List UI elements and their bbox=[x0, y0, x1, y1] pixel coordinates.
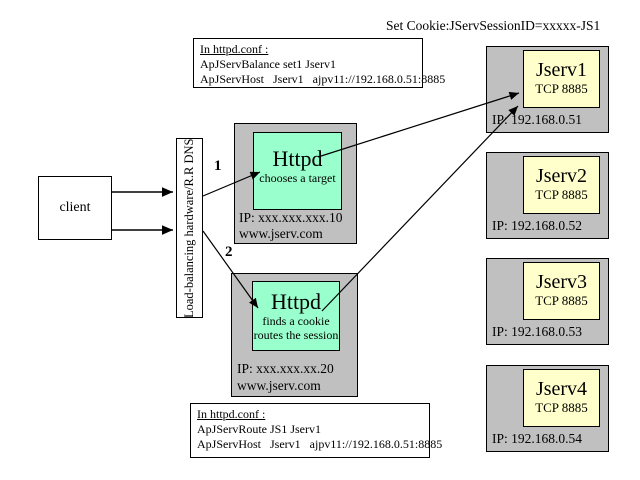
config-top-line: ApJServHost Jserv1 ajpv11://192.168.0.51… bbox=[200, 72, 446, 86]
jserv-4-ip: IP: 192.168.0.54 bbox=[492, 431, 583, 446]
load-balancer-box: Load-balancing hardware/R.R DNS bbox=[176, 138, 203, 318]
httpd-1-role: chooses a target bbox=[259, 171, 336, 185]
client-box: client bbox=[38, 176, 112, 240]
jserv-2-port: TCP 8885 bbox=[535, 187, 588, 202]
config-box-top: In httpd.conf : ApJServBalance set1 Jser… bbox=[193, 38, 446, 88]
jserv-3-name: Jserv3 bbox=[535, 271, 588, 293]
jserv-2-ip: IP: 192.168.0.52 bbox=[492, 218, 583, 233]
jserv-3-port: TCP 8885 bbox=[535, 293, 588, 308]
jserv-3-box: Jserv3 TCP 8885 IP: 192.168.0.53 bbox=[486, 258, 609, 345]
httpd-server-1-box: Httpd chooses a target IP: xxx.xxx.xxx.1… bbox=[234, 123, 357, 244]
httpd-1-ip: IP: xxx.xxx.xxx.10 bbox=[239, 210, 343, 225]
config-bottom-line: ApJServHost Jserv1 ajpv11://192.168.0.51… bbox=[197, 437, 443, 451]
config-top-line: ApJServBalance set1 Jserv1 bbox=[200, 57, 336, 71]
step-1-label: 1 bbox=[214, 158, 222, 174]
config-bottom-line: ApJServRoute JS1 Jserv1 bbox=[197, 422, 322, 436]
client-label: client bbox=[59, 200, 91, 215]
jserv-1-port: TCP 8885 bbox=[535, 81, 588, 96]
jserv-2-process-box: Jserv2 TCP 8885 bbox=[523, 156, 600, 214]
httpd-1-process-box: Httpd chooses a target bbox=[253, 132, 342, 210]
httpd-2-role: finds a cookie bbox=[262, 314, 330, 328]
jserv-4-port: TCP 8885 bbox=[535, 400, 588, 415]
httpd-2-role: routes the session bbox=[253, 328, 339, 342]
jserv-3-process-box: Jserv3 TCP 8885 bbox=[523, 262, 600, 320]
load-balancer-label: Load-balancing hardware/R.R DNS bbox=[182, 138, 196, 318]
httpd-2-name: Httpd bbox=[270, 289, 322, 314]
httpd-2-process-box: Httpd finds a cookie routes the session bbox=[252, 281, 340, 351]
set-cookie-text: Set Cookie:JServSessionID=xxxxx-JS1 bbox=[386, 18, 601, 33]
httpd-server-2-box: Httpd finds a cookie routes the session … bbox=[231, 273, 358, 397]
jserv-4-name: Jserv4 bbox=[535, 378, 588, 400]
jserv-1-ip: IP: 192.168.0.51 bbox=[492, 112, 583, 127]
jserv-1-name: Jserv1 bbox=[535, 59, 588, 81]
jserv-4-process-box: Jserv4 TCP 8885 bbox=[523, 369, 600, 427]
jserv-2-box: Jserv2 TCP 8885 IP: 192.168.0.52 bbox=[486, 152, 609, 239]
jserv-2-name: Jserv2 bbox=[535, 165, 588, 187]
httpd-2-host: www.jserv.com bbox=[237, 378, 321, 393]
httpd-1-host: www.jserv.com bbox=[239, 226, 323, 241]
jserv-1-box: Jserv1 TCP 8885 IP: 192.168.0.51 bbox=[486, 46, 609, 133]
config-bottom-heading: In httpd.conf : bbox=[197, 407, 266, 421]
jserv-1-process-box: Jserv1 TCP 8885 bbox=[523, 50, 600, 108]
step-2-label: 2 bbox=[225, 244, 233, 260]
jserv-4-box: Jserv4 TCP 8885 IP: 192.168.0.54 bbox=[486, 365, 609, 452]
httpd-1-name: Httpd bbox=[272, 146, 323, 171]
jserv-3-ip: IP: 192.168.0.53 bbox=[492, 324, 583, 339]
config-top-heading: In httpd.conf : bbox=[200, 42, 269, 56]
config-box-bottom: In httpd.conf : ApJServRoute JS1 Jserv1 … bbox=[190, 403, 443, 458]
httpd-2-ip: IP: xxx.xxx.xx.20 bbox=[237, 361, 334, 376]
